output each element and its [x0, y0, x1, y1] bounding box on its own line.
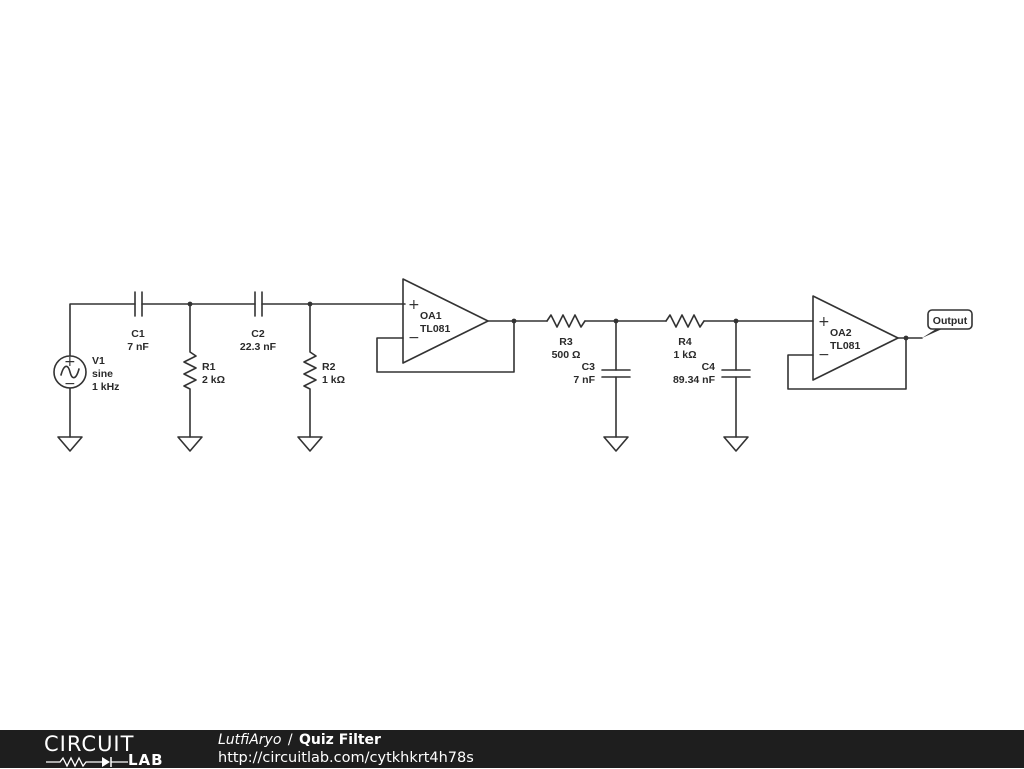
r4-ref: R4: [678, 336, 692, 348]
r2-value: 1 kΩ: [322, 374, 345, 386]
ground-r2-icon: [297, 436, 323, 452]
c2-value: 22.3 nF: [240, 341, 277, 353]
c3-value: 7 nF: [573, 374, 595, 386]
c1-ref: C1: [131, 328, 145, 340]
ground-c3-icon: [603, 436, 629, 452]
oa1-ref: OA1: [420, 310, 442, 322]
ground-v1-icon: [57, 436, 83, 452]
r3-value: 500 Ω: [552, 349, 581, 361]
capacitor-c2[interactable]: C2 22.3 nF: [240, 291, 277, 353]
junction-node: [903, 335, 909, 341]
c3-ref: C3: [582, 361, 596, 373]
r1-ref: R1: [202, 361, 216, 373]
ground-r1-icon: [177, 436, 203, 452]
source-v1[interactable]: + − V1 sine 1 kHz: [53, 303, 136, 438]
r3-ref: R3: [559, 336, 573, 348]
v1-ref: V1: [92, 355, 105, 367]
c2-ref: C2: [251, 328, 265, 340]
v1-freq: 1 kHz: [92, 381, 119, 393]
svg-text:−: −: [64, 376, 76, 392]
c4-value: 89.34 nF: [673, 374, 716, 386]
circuitlab-logo[interactable]: CIRCUIT LAB: [44, 732, 184, 768]
output-label: Output: [933, 315, 968, 327]
r4-value: 1 kΩ: [673, 349, 696, 361]
circuit-title[interactable]: Quiz Filter: [299, 732, 381, 748]
circuit-url-link[interactable]: http://circuitlab.com/cytkhkrt4h78s: [218, 750, 474, 766]
opamp-oa2[interactable]: + − OA2 TL081: [812, 295, 899, 381]
oa2-ref: OA2: [830, 327, 852, 339]
footer-info: LutfiAryo / Quiz Filter http://circuitla…: [218, 731, 474, 767]
author-link[interactable]: LutfiAryo: [218, 732, 282, 748]
resistor-r1[interactable]: R1 2 kΩ: [183, 303, 225, 438]
oa1-part: TL081: [420, 323, 451, 335]
capacitor-c4[interactable]: C4 89.34 nF: [673, 320, 751, 438]
resistor-r4[interactable]: R4 1 kΩ: [665, 314, 705, 361]
ground-c4-icon: [723, 436, 749, 452]
svg-text:+: +: [64, 354, 76, 370]
junction-node: [511, 318, 517, 324]
logo-circuit-text: CIRCUIT: [44, 732, 135, 756]
title-separator: /: [287, 732, 293, 748]
svg-text:−: −: [818, 347, 830, 363]
output-net-label[interactable]: Output: [922, 309, 973, 338]
v1-type: sine: [92, 368, 113, 380]
r2-ref: R2: [322, 361, 336, 373]
svg-text:−: −: [408, 330, 420, 346]
footer-bar: CIRCUIT LAB LutfiAryo / Quiz Filter http…: [0, 730, 1024, 768]
resistor-r3[interactable]: R3 500 Ω: [546, 314, 586, 361]
c1-value: 7 nF: [127, 341, 149, 353]
oa2-part: TL081: [830, 340, 861, 352]
svg-text:+: +: [818, 314, 830, 330]
r1-value: 2 kΩ: [202, 374, 225, 386]
c4-ref: C4: [702, 361, 716, 373]
capacitor-c3[interactable]: C3 7 nF: [573, 320, 631, 438]
svg-text:+: +: [408, 297, 420, 313]
circuit-schematic: + − V1 sine 1 kHz C1 7 nF R1 2 kΩ C2 22.…: [53, 278, 973, 452]
logo-lab-text: LAB: [128, 751, 164, 769]
capacitor-c1[interactable]: C1 7 nF: [127, 291, 149, 353]
resistor-r2[interactable]: R2 1 kΩ: [303, 303, 345, 438]
opamp-oa1[interactable]: + − OA1 TL081: [402, 278, 489, 364]
logo-resistor-diode-icon: [46, 756, 128, 768]
